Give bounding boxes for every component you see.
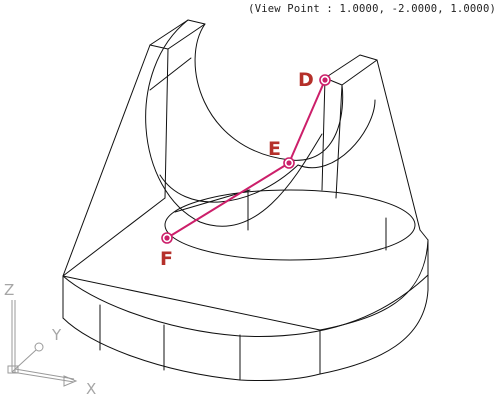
point-e-label: E <box>268 138 281 160</box>
cradle-left-slope-line <box>149 57 192 91</box>
path-d-e-f <box>166 79 326 239</box>
point-f[interactable]: F <box>160 232 173 270</box>
view-point-readout: (View Point : 1.0000, -2.0000, 1.0000) <box>248 3 496 15</box>
base-plate-bottom-edge <box>62 289 429 382</box>
wireframe-model <box>62 19 429 382</box>
segment-e-f <box>166 162 290 239</box>
cradle-right-inner-vertical <box>335 84 343 199</box>
cradle-right-outer-edge <box>376 59 421 231</box>
ucs-x-label: X <box>86 380 96 398</box>
cradle-arc-back <box>145 19 323 227</box>
base-plate-front-ellipse-arc <box>62 274 429 337</box>
point-f-label: F <box>160 248 173 270</box>
point-e[interactable]: E <box>268 138 295 169</box>
cradle-left-inner-vertical <box>164 48 169 199</box>
ucs-axis-icon: Z Y X <box>4 281 96 398</box>
point-f-dot <box>164 235 170 241</box>
ucs-y-axis <box>11 349 37 373</box>
cradle-arc-lower <box>159 99 376 203</box>
ucs-y-axis-end <box>34 342 44 352</box>
ucs-origin-box <box>7 365 19 374</box>
base-top-ellipse <box>164 189 416 261</box>
point-d-label: D <box>298 69 314 91</box>
point-d-dot <box>322 77 328 83</box>
cradle-left-outer-edge <box>62 44 151 277</box>
base-plate-top-outline <box>62 197 166 277</box>
point-d[interactable]: D <box>298 69 331 91</box>
base-plate-left-top-edge <box>62 275 321 331</box>
ucs-y-label: Y <box>51 326 62 344</box>
base-plate-right-top-curve <box>319 239 429 331</box>
ucs-z-label: Z <box>4 281 14 299</box>
point-e-dot <box>286 160 292 166</box>
cradle-right-back-vertical <box>321 77 326 191</box>
cradle-right-top-face <box>324 54 378 86</box>
ucs-x-arrow <box>63 375 78 387</box>
segment-d-e <box>288 79 326 164</box>
base-plate-right-top-edge <box>419 229 429 241</box>
